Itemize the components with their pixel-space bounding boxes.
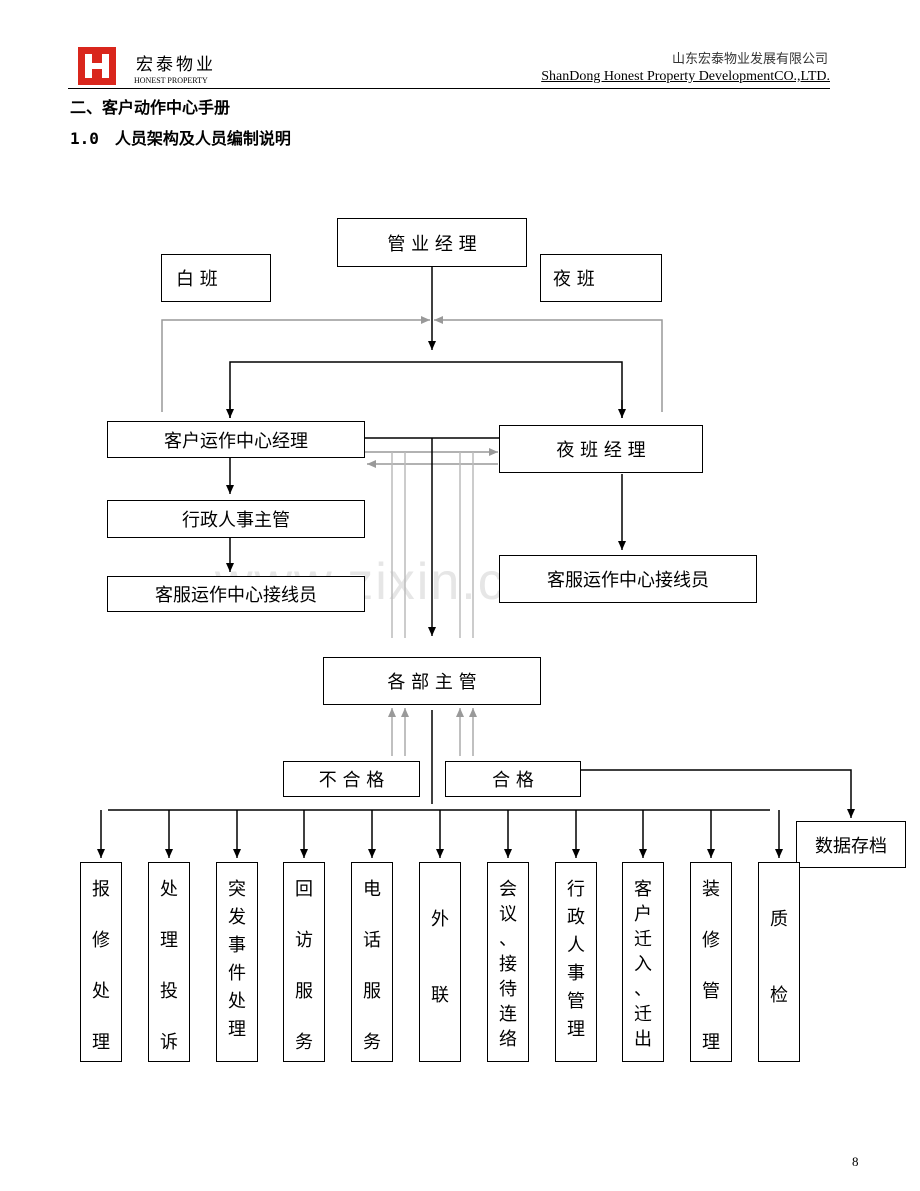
function-char: 质 xyxy=(770,909,788,930)
unqualified-box: 不 合 格 xyxy=(283,761,420,797)
function-box-10: 装修管理 xyxy=(690,862,732,1062)
data-archive-box: 数据存档 xyxy=(796,821,906,868)
admin-supervisor-label: 行政人事主管 xyxy=(182,510,290,531)
function-box-2: 处理投诉 xyxy=(148,862,190,1062)
function-char: 络 xyxy=(499,1029,517,1050)
function-char: 客 xyxy=(634,879,652,900)
admin-supervisor-box: 行政人事主管 xyxy=(107,500,365,538)
function-char: 诉 xyxy=(160,1032,178,1053)
function-char: 理 xyxy=(567,1019,585,1040)
function-box-1: 报修处理 xyxy=(80,862,122,1062)
operator-right-box: 客服运作中心接线员 xyxy=(499,555,757,603)
function-char: 人 xyxy=(567,935,585,956)
function-char: 理 xyxy=(702,1032,720,1053)
function-box-9: 客户迁入、迁出 xyxy=(622,862,664,1062)
center-manager-box: 客户运作中心经理 xyxy=(107,421,365,458)
function-char: 理 xyxy=(160,930,178,951)
unqualified-label: 不 合 格 xyxy=(318,770,385,791)
function-box-5: 电话服务 xyxy=(351,862,393,1062)
function-char: 服 xyxy=(295,981,313,1002)
function-char: 行 xyxy=(567,879,585,900)
function-char: 理 xyxy=(92,1032,110,1053)
function-char: 务 xyxy=(363,1032,381,1053)
subsection-text: 人员架构及人员编制说明 xyxy=(114,129,291,148)
function-char: 突 xyxy=(228,879,246,900)
function-char: 回 xyxy=(295,879,313,900)
function-char: 处 xyxy=(160,879,178,900)
function-box-11: 质检 xyxy=(758,862,800,1062)
function-char: 待 xyxy=(499,979,517,1000)
function-box-3: 突发事件处理 xyxy=(216,862,258,1062)
dept-heads-box: 各 部 主 管 xyxy=(323,657,541,705)
company-logo-icon xyxy=(78,47,116,85)
function-char: 、 xyxy=(499,929,517,950)
property-manager-box: 管 业 经 理 xyxy=(337,218,527,267)
logo-name: 宏泰物业 xyxy=(136,55,216,75)
function-char: 电 xyxy=(363,879,381,900)
function-char: 修 xyxy=(92,930,110,951)
function-char: 迁 xyxy=(634,1004,652,1025)
company-name-en: ShanDong Honest Property DevelopmentCO.,… xyxy=(541,69,830,84)
function-box-8: 行政人事管理 xyxy=(555,862,597,1062)
function-char: 投 xyxy=(160,981,178,1002)
function-char: 、 xyxy=(634,979,652,1000)
center-manager-label: 客户运作中心经理 xyxy=(164,430,308,452)
logo-subtitle: HONEST PROPERTY xyxy=(134,76,208,85)
property-manager-label: 管 业 经 理 xyxy=(387,233,477,255)
night-shift-box: 夜 班 xyxy=(540,254,662,302)
function-char: 报 xyxy=(92,879,110,900)
function-char: 务 xyxy=(295,1032,313,1053)
function-char: 事 xyxy=(567,963,585,984)
function-box-7: 会议、接待连络 xyxy=(487,862,529,1062)
operator-left-label: 客服运作中心接线员 xyxy=(155,585,317,606)
night-manager-box: 夜 班 经 理 xyxy=(499,425,703,473)
function-char: 管 xyxy=(702,981,720,1002)
night-manager-label: 夜 班 经 理 xyxy=(556,440,646,461)
function-char: 修 xyxy=(702,930,720,951)
company-name-cn: 山东宏泰物业发展有限公司 xyxy=(671,52,828,67)
function-char: 联 xyxy=(431,985,449,1006)
function-char: 事 xyxy=(228,935,246,956)
function-char: 处 xyxy=(92,981,110,1002)
function-char: 发 xyxy=(228,907,246,928)
section-title: 二、客户动作中心手册 xyxy=(70,98,231,117)
function-char: 外 xyxy=(431,909,449,930)
operator-right-label: 客服运作中心接线员 xyxy=(547,570,709,591)
function-char: 连 xyxy=(499,1004,517,1025)
night-shift-label: 夜 班 xyxy=(553,269,595,290)
function-char: 管 xyxy=(567,991,585,1012)
function-char: 服 xyxy=(363,981,381,1002)
function-box-4: 回访服务 xyxy=(283,862,325,1062)
page-number: 8 xyxy=(852,1154,859,1169)
function-char: 件 xyxy=(228,963,246,984)
function-char: 出 xyxy=(634,1029,652,1050)
dept-heads-label: 各 部 主 管 xyxy=(387,672,477,693)
qualified-box: 合 格 xyxy=(445,761,581,797)
function-char: 接 xyxy=(499,954,517,975)
function-char: 户 xyxy=(634,904,652,925)
data-archive-label: 数据存档 xyxy=(815,835,887,857)
function-char: 装 xyxy=(702,879,720,900)
subsection-title: 1.0 人员架构及人员编制说明 xyxy=(70,125,291,149)
function-char: 入 xyxy=(634,954,652,975)
function-char: 议 xyxy=(499,904,517,925)
operator-left-box: 客服运作中心接线员 xyxy=(107,576,365,612)
function-char: 话 xyxy=(363,930,381,951)
function-box-6: 外联 xyxy=(419,862,461,1062)
function-char: 会 xyxy=(499,879,517,900)
function-char: 处 xyxy=(228,991,246,1012)
function-char: 访 xyxy=(295,930,313,951)
function-char: 理 xyxy=(228,1019,246,1040)
function-char: 检 xyxy=(770,985,788,1006)
subsection-number: 1.0 xyxy=(70,129,99,148)
qualified-label: 合 格 xyxy=(492,770,534,791)
function-char: 政 xyxy=(567,907,585,928)
day-shift-label: 白 班 xyxy=(176,269,218,290)
header-divider xyxy=(68,88,830,89)
function-char: 迁 xyxy=(634,929,652,950)
day-shift-box: 白 班 xyxy=(161,254,271,302)
